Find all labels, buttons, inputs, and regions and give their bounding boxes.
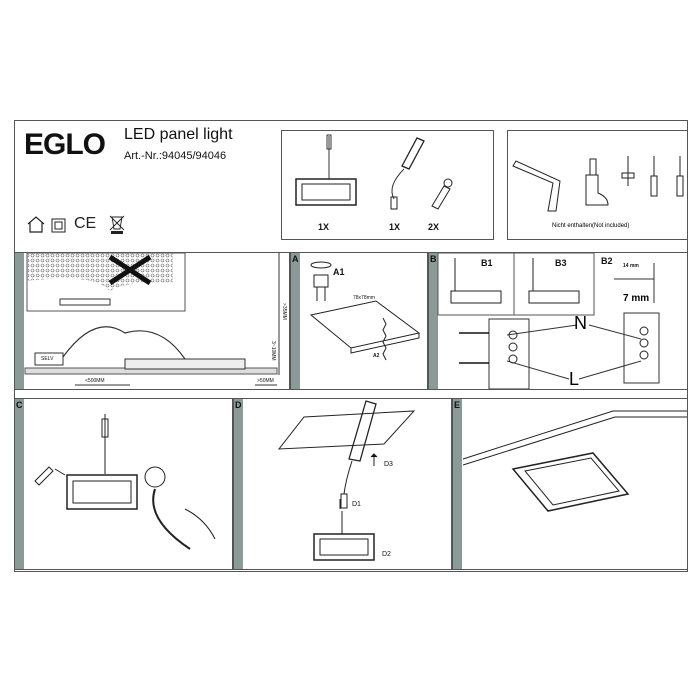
step-c: C — [14, 398, 233, 570]
neutral-label: N — [574, 313, 587, 333]
step-c-illustration — [34, 414, 216, 550]
indoor-house-icon — [27, 215, 125, 234]
contents-illustration — [295, 134, 453, 210]
d1-label: D1 — [352, 501, 361, 508]
step-e-illustration — [462, 410, 687, 512]
step-c-letter: C — [16, 400, 23, 410]
tools-not-included: Nicht enthalten(Not included) — [507, 130, 688, 240]
certification-symbols: CE — [26, 214, 126, 234]
ce-mark-icon: CE — [74, 215, 97, 232]
package-contents: 1X 1X 2X — [281, 130, 494, 240]
step-b-strip — [429, 253, 438, 389]
product-title: LED panel light — [124, 126, 233, 143]
step-d-illustration — [277, 400, 416, 561]
step-a-letter: A — [292, 254, 299, 264]
dim-side: >50MM — [257, 378, 274, 384]
live-label: L — [569, 369, 580, 389]
step-a-illustration — [309, 261, 421, 361]
step-e-strip — [453, 399, 462, 569]
tools-illustration — [512, 156, 684, 212]
a1-label: A1 — [333, 267, 345, 277]
step-d-letter: D — [235, 400, 242, 410]
b2-label: B2 — [601, 256, 613, 266]
step-e: E — [452, 398, 688, 570]
step-d-strip — [234, 399, 243, 569]
installation-illustration — [24, 253, 280, 386]
qty-panel: 1X — [318, 222, 330, 232]
article-number: Art.-Nr.:94045/94046 — [124, 150, 227, 162]
step-c-strip — [15, 399, 24, 569]
a2-label: A2 — [373, 353, 380, 359]
d3-label: D3 — [384, 461, 393, 468]
strip-length-14: 14 mm — [623, 263, 639, 269]
step-b-letter: B — [430, 254, 437, 264]
strip-length-7: 7 mm — [623, 293, 650, 304]
step-b: B B1 B3 B2 14 mm 7 mm N L — [428, 252, 688, 390]
qty-clip: 2X — [428, 222, 440, 232]
step-e-letter: E — [454, 400, 461, 410]
step-b-illustration — [437, 253, 660, 389]
b1-label: B1 — [481, 258, 493, 268]
panel-strip — [15, 253, 24, 389]
tools-note: Nicht enthalten(Not included) — [552, 223, 630, 229]
qty-driver: 1X — [389, 222, 401, 232]
step-d: D D3 D1 D2 — [233, 398, 452, 570]
brand-logo: EGLO — [24, 128, 106, 161]
panel-installation-overview: SELV >35MM 3~10MM <500MM >50MM — [14, 252, 290, 390]
cutout-size: 78x78mm — [353, 295, 375, 301]
b3-label: B3 — [555, 258, 567, 268]
d2-label: D2 — [382, 551, 391, 558]
dim-depth: >35MM — [281, 303, 287, 320]
dim-cable: <500MM — [85, 378, 105, 384]
step-a: A A1 78x78mm A2 — [290, 252, 428, 390]
dim-ceiling: 3~10MM — [270, 341, 276, 361]
step-a-strip — [291, 253, 300, 389]
selv-label: SELV — [41, 356, 54, 362]
